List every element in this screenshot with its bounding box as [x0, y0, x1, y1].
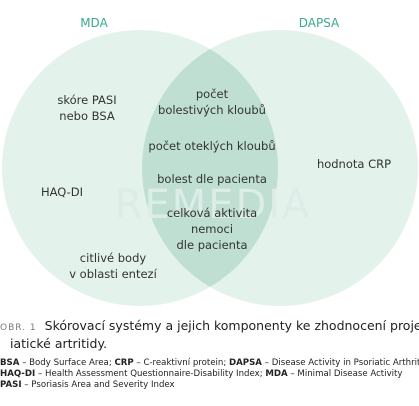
- label-haq-di: HAQ-DI: [41, 185, 83, 199]
- label-skore-pasi: skóre PASI: [57, 93, 116, 107]
- legend-abbr-pasi: PASI: [0, 380, 22, 390]
- label-bolestivych-kloubu: bolestivých kloubů: [158, 103, 266, 117]
- legend-text-mda: – Minimal Disease Activity: [287, 369, 403, 379]
- legend-line-2: HAQ-DI – Health Assessment Questionnaire…: [0, 369, 419, 380]
- set-title-mda: MDA: [80, 16, 108, 30]
- label-hodnota-crp: hodnota CRP: [317, 157, 391, 171]
- watermark: REMEDIA: [115, 182, 312, 228]
- legend-abbr-dapsa: DAPSA: [229, 358, 262, 368]
- intersection-region: [142, 30, 278, 306]
- legend-text-dapsa: – Disease Activity in Psoriatic Arthriti…: [261, 358, 419, 368]
- legend-abbr-bsa: BSA: [0, 358, 20, 368]
- legend-line-3: PASI – Psoriasis Area and Severity Index: [0, 380, 419, 391]
- legend-abbr-mda: MDA: [265, 369, 288, 379]
- legend-text-bsa: – Body Surface Area;: [19, 358, 115, 368]
- legend-line-1: BSA – Body Surface Area; CRP – C-reaktiv…: [0, 358, 419, 369]
- label-pocet-oteklych-kloubu: počet oteklých kloubů: [148, 139, 275, 153]
- legend-text-pasi: – Psoriasis Area and Severity Index: [21, 380, 175, 390]
- venn-diagram: REMEDIA MDA DAPSA skóre PASI nebo BSA HA…: [2, 16, 418, 306]
- caption-line-1: OBR. 1 Skórovací systémy a jejich kompone…: [0, 318, 419, 336]
- legend-text-crp: – C-reaktivní protein;: [133, 358, 230, 368]
- label-nebo-bsa: nebo BSA: [59, 109, 115, 123]
- label-dle-pacienta: dle pacienta: [176, 238, 247, 252]
- set-title-dapsa: DAPSA: [299, 16, 340, 30]
- label-nemoci: nemoci: [191, 222, 233, 236]
- legend-abbr-haq-di: HAQ-DI: [0, 369, 36, 379]
- legend-text-haq-di: – Health Assessment Questionnaire-Disabi…: [35, 369, 266, 379]
- label-citlive-body: citlivé body: [80, 251, 147, 265]
- label-celkova-aktivita: celková aktivita: [167, 206, 257, 220]
- abbreviation-legend: BSA – Body Surface Area; CRP – C-reaktiv…: [0, 358, 419, 391]
- figure-caption: OBR. 1 Skórovací systémy a jejich kompone…: [0, 318, 419, 391]
- legend-abbr-crp: CRP: [114, 358, 134, 368]
- label-v-oblasti-entezi: v oblasti entezí: [69, 267, 157, 281]
- label-pocet: počet: [196, 87, 229, 101]
- label-bolest-dle-pacienta: bolest dle pacienta: [157, 172, 267, 186]
- caption-line-2: iatické artritidy.: [10, 336, 108, 351]
- figure-tag: OBR. 1: [0, 323, 37, 333]
- caption-text-1: Skórovací systémy a jejich komponenty ke…: [44, 318, 419, 333]
